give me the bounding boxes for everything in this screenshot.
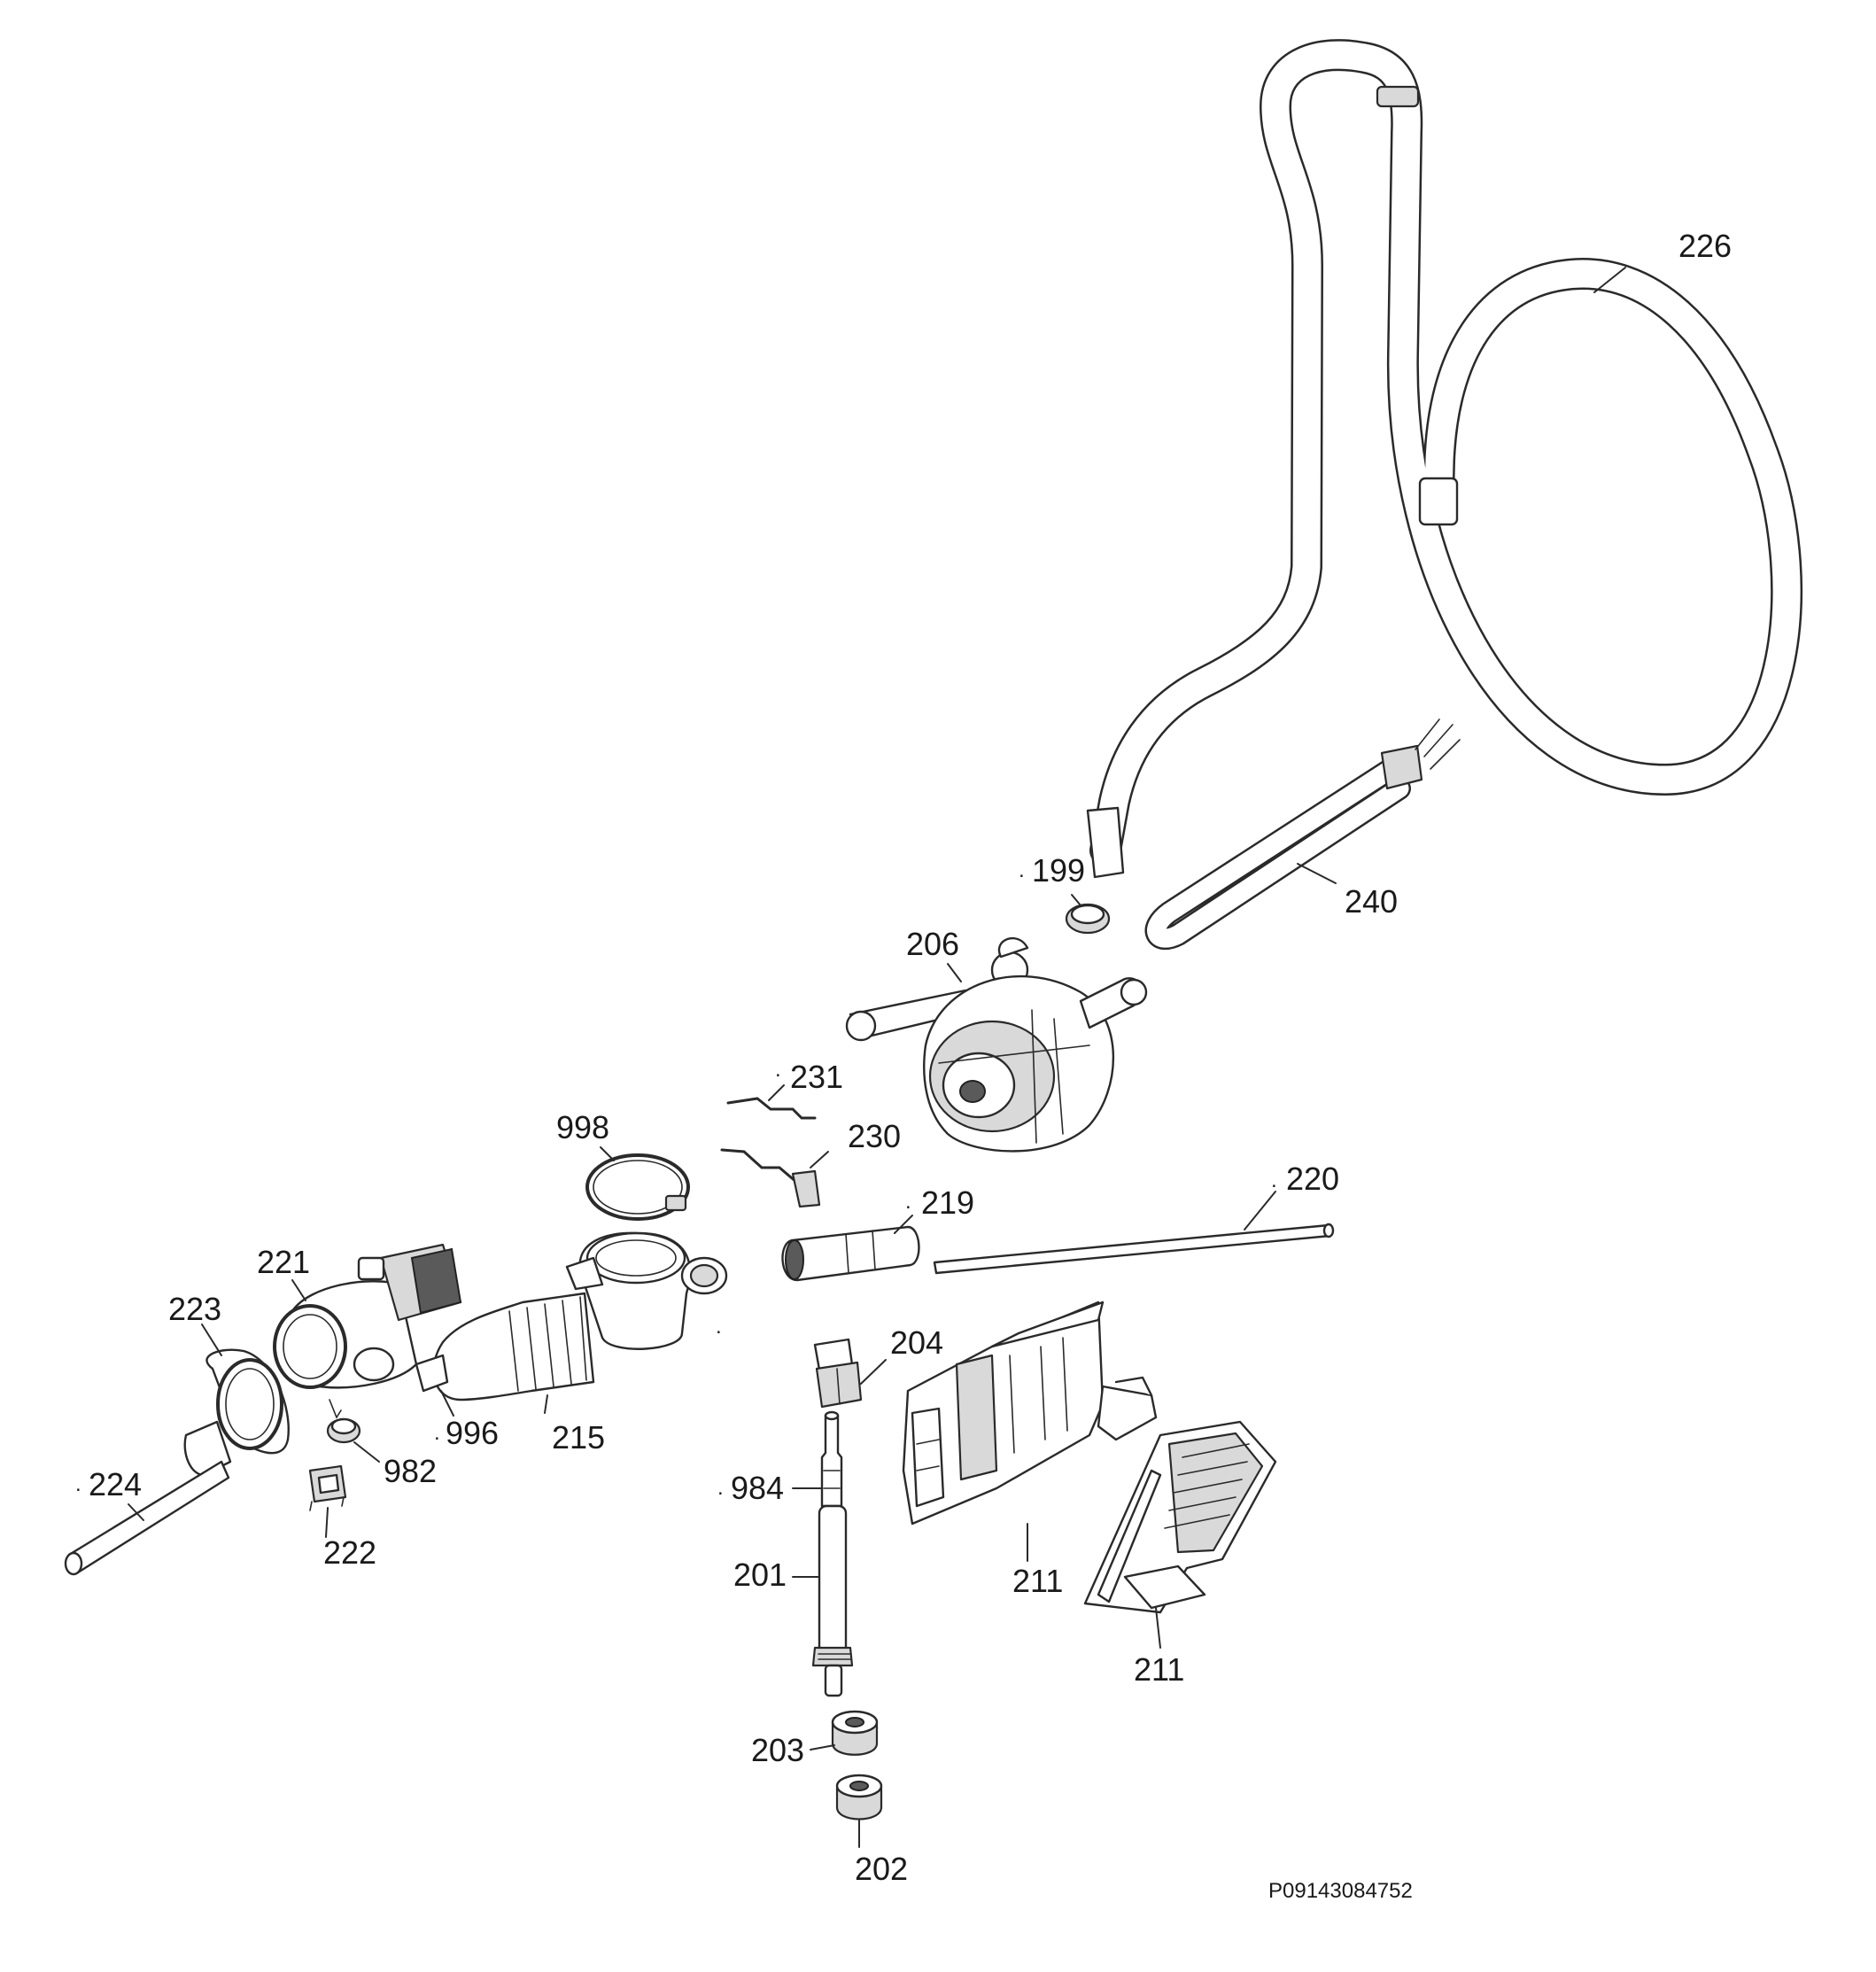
- part-982-cap: [326, 1417, 361, 1444]
- callout-215: 215: [552, 1419, 605, 1456]
- callout-982: 982: [384, 1453, 437, 1489]
- part-984-spindle: [820, 1410, 843, 1508]
- part-206-pump: [845, 937, 1148, 1153]
- callout-998: 998: [556, 1109, 609, 1145]
- callout-202: 202: [855, 1851, 908, 1887]
- leader-240: [1297, 863, 1337, 884]
- leader-231: [768, 1084, 785, 1101]
- callout-199: 199: [1032, 852, 1085, 889]
- callout-220: 220: [1286, 1161, 1339, 1197]
- tick-815: .: [716, 1315, 722, 1339]
- part-224-tube: [64, 1460, 230, 1576]
- leader-996: [440, 1390, 454, 1417]
- leader-221: [291, 1279, 306, 1301]
- leader-224: [128, 1503, 144, 1521]
- callout-220-dot: .: [1271, 1168, 1277, 1192]
- callout-211b: 211: [1134, 1651, 1184, 1688]
- leader-223: [201, 1324, 222, 1356]
- leader-226: [1593, 267, 1626, 293]
- part-203-nut: [831, 1710, 879, 1756]
- callout-211a: 211: [1012, 1563, 1063, 1599]
- part-226-hose: [1086, 39, 1803, 879]
- part-240-heater: [1144, 718, 1461, 951]
- part-220-rod: [933, 1223, 1335, 1275]
- part-211-housing: [902, 1300, 1158, 1526]
- part-222-block: [308, 1464, 347, 1511]
- callout-203: 203: [751, 1732, 804, 1768]
- callout-996: 996: [446, 1415, 499, 1451]
- part-998-clamp: [585, 1153, 690, 1221]
- part-230-sensor: [720, 1148, 821, 1208]
- leader-982: [353, 1441, 380, 1463]
- part-211-cover: [1083, 1420, 1277, 1614]
- leader-206: [947, 963, 962, 982]
- callout-221: 221: [257, 1244, 310, 1280]
- leader-199: [1071, 894, 1081, 906]
- callout-224-dot: .: [75, 1472, 81, 1496]
- callout-231-dot: .: [775, 1058, 781, 1082]
- callout-984: 984: [731, 1470, 784, 1506]
- callout-222: 222: [323, 1534, 376, 1571]
- leader-211b: [1155, 1607, 1161, 1649]
- leader-220: [1244, 1191, 1276, 1231]
- callout-996-dot: .: [434, 1421, 440, 1445]
- callout-204: 204: [890, 1324, 943, 1361]
- part-215-sump: [432, 1231, 728, 1401]
- part-223-flange: [183, 1348, 290, 1477]
- callout-984-dot: .: [717, 1476, 724, 1500]
- callout-240: 240: [1345, 883, 1398, 920]
- callout-206: 206: [906, 926, 959, 962]
- callout-224: 224: [89, 1466, 142, 1502]
- callout-201: 201: [733, 1557, 787, 1593]
- callout-226: 226: [1678, 228, 1732, 264]
- reference-code: P09143084752: [1268, 1879, 1413, 1903]
- part-202-washer: [835, 1774, 883, 1821]
- callout-219-dot: .: [905, 1190, 911, 1214]
- part-204-switch: [813, 1338, 863, 1409]
- leader-230: [810, 1151, 829, 1168]
- leader-998: [600, 1146, 615, 1161]
- part-219-cylinder: [781, 1225, 920, 1282]
- leader-219: [894, 1215, 913, 1234]
- callout-230: 230: [848, 1118, 901, 1154]
- leader-215: [544, 1394, 548, 1414]
- part-221-drainpump: [273, 1243, 462, 1419]
- part-996-connector: [415, 1354, 449, 1393]
- callout-219: 219: [921, 1184, 974, 1221]
- part-201-shaft: [811, 1504, 854, 1697]
- leader-203: [810, 1744, 835, 1751]
- leader-204: [860, 1359, 887, 1385]
- part-199-grommet: [1065, 903, 1111, 935]
- callout-223: 223: [168, 1291, 221, 1327]
- callout-231: 231: [790, 1059, 843, 1095]
- callout-199-dot: .: [1019, 858, 1025, 882]
- part-231-clip: [726, 1097, 817, 1120]
- leader-222: [325, 1507, 329, 1538]
